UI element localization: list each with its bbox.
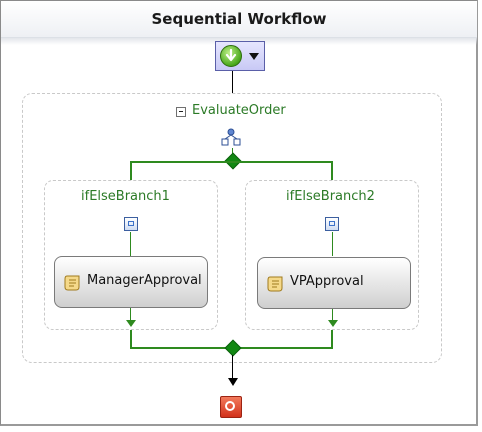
ifelse-activity-icon — [221, 128, 241, 146]
connector-branch2-a — [332, 232, 333, 256]
arrowhead-branch1 — [126, 320, 136, 327]
connector-branch2-b — [332, 309, 333, 323]
branch-label-1: ifElseBranch1 — [81, 189, 170, 204]
arrowhead-branch2 — [328, 320, 338, 327]
connector-end — [232, 355, 233, 381]
branch-icon — [124, 217, 138, 231]
collapse-minus-icon[interactable] — [176, 107, 186, 117]
connector-top-right — [331, 161, 333, 180]
dropdown-caret-icon[interactable] — [249, 53, 259, 60]
connector-top-left — [130, 161, 132, 180]
activity-name: VPApproval — [290, 274, 364, 289]
code-scroll-icon — [267, 276, 283, 292]
activity-name: ManagerApproval — [87, 273, 202, 288]
connector-bottom-right — [331, 330, 333, 348]
green-down-arrow-icon — [220, 45, 242, 67]
stop-icon[interactable] — [220, 396, 242, 418]
connector-branch1-a — [130, 232, 131, 256]
branch-container-2[interactable] — [245, 180, 419, 330]
arrowhead-end — [228, 378, 238, 386]
branch-icon — [325, 217, 339, 231]
branch-container-1[interactable] — [44, 180, 218, 330]
code-activity-vp-approval[interactable]: VPApproval — [257, 257, 411, 309]
connector-branch1-b — [130, 308, 131, 323]
ifelse-activity-label: EvaluateOrder — [192, 103, 286, 118]
workflow-title: Sequential Workflow — [1, 1, 477, 38]
workflow-designer: Sequential Workflow — [0, 0, 478, 426]
branch-label-2: ifElseBranch2 — [286, 189, 375, 204]
code-scroll-icon — [64, 275, 80, 291]
code-activity-manager-approval[interactable]: ManagerApproval — [54, 256, 208, 308]
connector-top-horizontal — [130, 161, 333, 163]
start-activity-button[interactable] — [215, 41, 265, 71]
connector-start — [232, 71, 233, 93]
connector-bottom-left — [130, 330, 132, 348]
